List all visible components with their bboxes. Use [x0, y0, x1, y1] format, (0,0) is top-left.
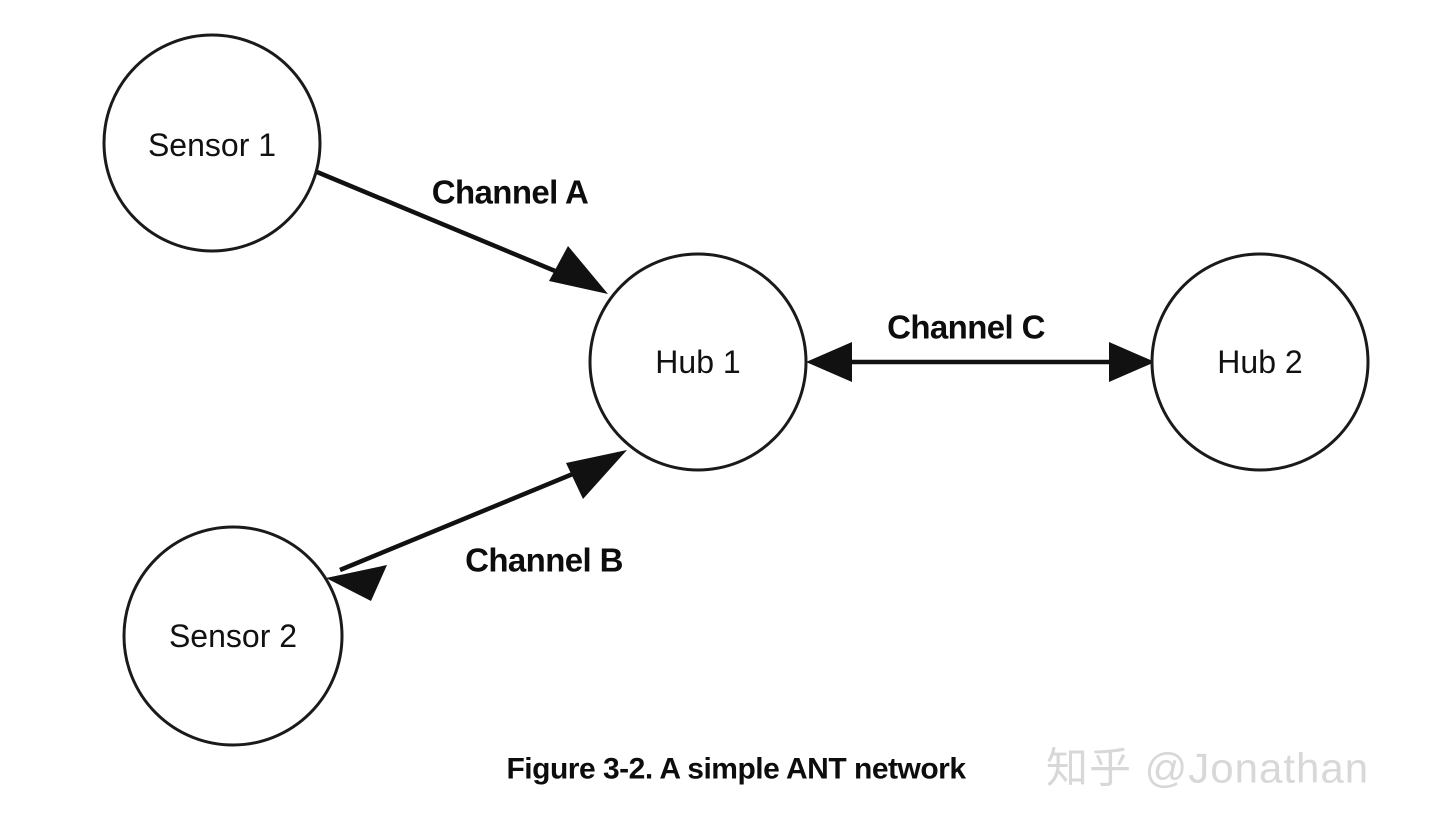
watermark-label: 知乎 @Jonathan — [1046, 745, 1369, 792]
sensor-1-label: Sensor 1 — [148, 127, 276, 163]
edge-channel-c: Channel C — [806, 309, 1155, 382]
channel-c-arrowhead-start — [806, 342, 852, 382]
channel-c-label: Channel C — [887, 309, 1045, 346]
channel-a-arrowhead-end — [549, 246, 608, 294]
channel-c-arrowhead-end — [1109, 342, 1155, 382]
node-hub-1[interactable]: Hub 1 — [588, 252, 808, 472]
hub-1-label: Hub 1 — [655, 344, 740, 380]
hub-1-circle[interactable] — [588, 252, 808, 472]
sensor-2-circle[interactable] — [122, 525, 344, 747]
sensor-1-circle[interactable] — [102, 33, 322, 253]
channel-b-arrowhead-end — [566, 450, 627, 499]
node-sensor-2[interactable]: Sensor 2 — [122, 525, 344, 747]
channel-b-line — [339, 454, 615, 573]
channel-b-arrowhead-start — [326, 565, 387, 601]
edge-channel-b: Channel B — [326, 450, 627, 601]
hub-2-label: Hub 2 — [1217, 344, 1302, 380]
node-hub-2[interactable]: Hub 2 — [1150, 252, 1370, 472]
node-sensor-1[interactable]: Sensor 1 — [102, 33, 322, 253]
hub-2-circle[interactable] — [1150, 252, 1370, 472]
edge-channel-a: Channel A — [316, 169, 608, 294]
channel-a-line — [316, 169, 597, 291]
channel-a-label: Channel A — [432, 174, 589, 211]
figure-caption: Figure 3-2. A simple ANT network — [506, 753, 966, 786]
sensor-2-label: Sensor 2 — [169, 618, 297, 654]
channel-b-label: Channel B — [465, 542, 623, 579]
